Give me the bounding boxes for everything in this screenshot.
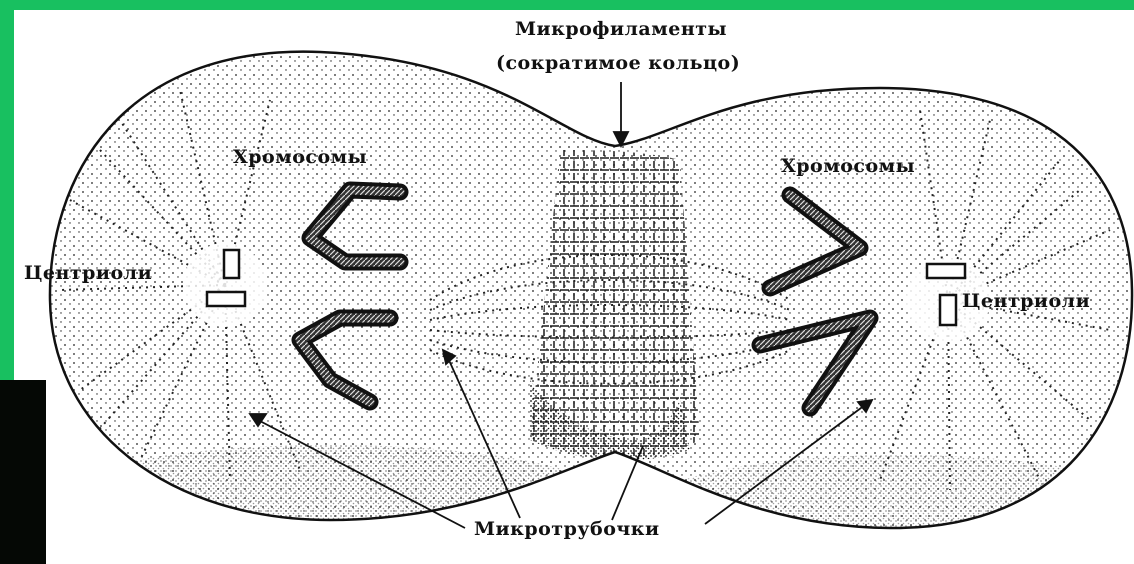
label-chromosomes-right: Хромосомы: [781, 155, 915, 177]
label-centrioles-left: Центриоли: [24, 262, 152, 284]
label-microfilaments: Микрофиламенты: [515, 18, 727, 40]
label-centrioles-right: Центриоли: [962, 290, 1090, 312]
label-microtubules: Микротрубочки: [474, 518, 660, 540]
label-chromosomes-left: Хромосомы: [233, 146, 367, 168]
label-contractile-ring: (сократимое кольцо): [496, 52, 740, 74]
